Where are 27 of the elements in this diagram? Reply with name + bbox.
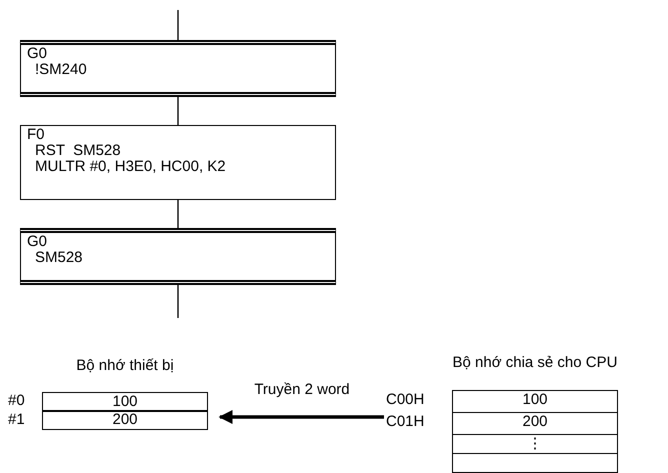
- transition-box: [20, 228, 336, 285]
- address-label: #1: [8, 411, 25, 428]
- step-label: F0: [27, 127, 46, 143]
- transition-box: [20, 40, 336, 97]
- connector-line: [177, 10, 179, 40]
- memory-value: 100: [42, 392, 208, 412]
- instruction-text: SM528: [34, 250, 84, 266]
- memory-value: 200: [452, 412, 618, 435]
- address-label: C00H: [386, 391, 424, 408]
- address-label: #0: [8, 392, 25, 409]
- connector-line: [177, 97, 179, 125]
- memory-value: ⋮: [452, 434, 618, 454]
- step-label: G0: [27, 46, 48, 62]
- table-heading: Bộ nhớ thiết bị: [75, 357, 175, 374]
- arrow: [218, 410, 384, 424]
- step-box: [20, 125, 336, 200]
- instruction-text: !SM240: [34, 62, 88, 78]
- step-label: G0: [27, 234, 48, 250]
- memory-value: 200: [42, 410, 208, 430]
- instruction-text: RST SM528: [34, 143, 122, 159]
- memory-value: 100: [452, 390, 618, 413]
- memory-cell: [452, 453, 618, 473]
- connector-line: [177, 200, 179, 228]
- connector-line: [177, 285, 179, 318]
- address-label: C01H: [386, 413, 424, 430]
- instruction-text: MULTR #0, H3E0, HC00, K2: [34, 159, 227, 175]
- table-heading: Bộ nhớ chia sẻ cho CPU: [452, 354, 618, 371]
